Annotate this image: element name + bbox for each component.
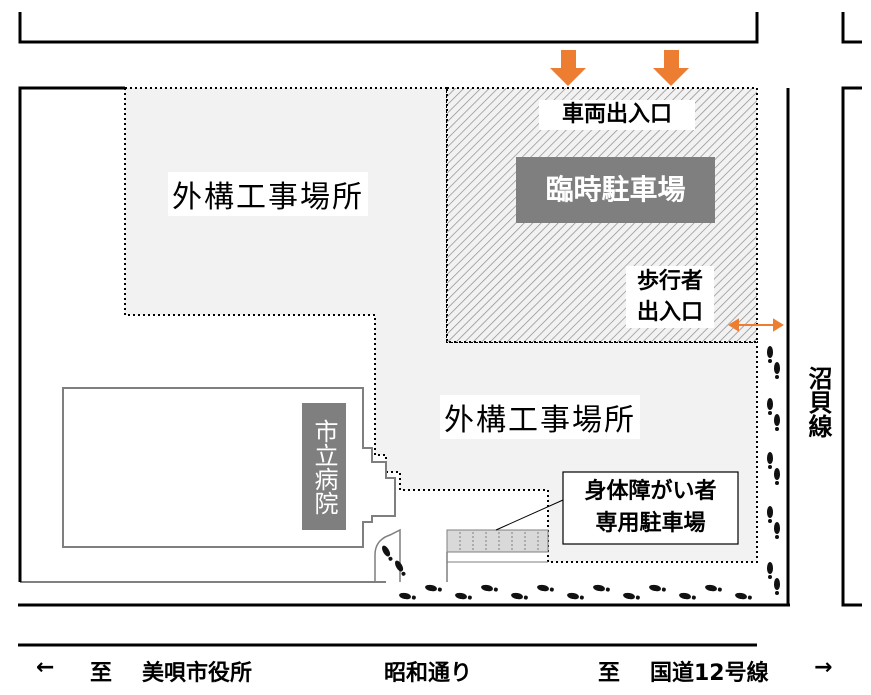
left-destination-label: 美唄市役所 [142, 661, 253, 686]
pedestrian-entrance-label-2: 出入口 [626, 297, 714, 328]
road-name-label: 昭和通り [384, 661, 473, 686]
disabled-parking-dividers [459, 532, 539, 550]
temp-parking-label: 臨時駐車場 [545, 173, 686, 206]
pedestrian-entrance-label-1: 歩行者 [626, 266, 714, 297]
top-boundary-line [18, 12, 759, 44]
disabled-parking-label-box [562, 471, 739, 545]
left-to-label: 至 [90, 661, 113, 686]
vehicle-entrance-label: 車両出入口 [539, 100, 695, 130]
footprint-icon [774, 468, 780, 485]
disabled-parking-leader [495, 499, 564, 531]
site-boundary-left [18, 86, 125, 582]
right-to-label: 至 [598, 661, 621, 686]
footprint-icon [774, 578, 780, 595]
footprint-icon [767, 562, 773, 579]
hospital-label: 市立病院 [310, 419, 338, 515]
construction-area-label-2: 外構工事場所 [440, 395, 640, 439]
side-road-boundary [841, 86, 862, 607]
disabled-parking-label-2: 専用駐車場 [595, 511, 706, 536]
right-arrow-icon: → [814, 655, 833, 680]
footprint-icon [767, 346, 773, 363]
footprint-icon [774, 362, 780, 379]
side-road-label: 沼貝線 [804, 366, 832, 438]
entrance-curb [374, 528, 401, 582]
footprint-icon [767, 398, 773, 415]
down-arrow-icon [653, 50, 689, 86]
hospital-label-box [302, 403, 346, 530]
left-arrow-icon: ← [36, 655, 55, 680]
construction-area-label-1: 外構工事場所 [168, 172, 368, 216]
pedestrian-entrance-arrow [728, 318, 784, 332]
footprint-icon [774, 414, 780, 431]
left-arrow-icon [728, 318, 739, 332]
down-arrow-icon [550, 50, 586, 86]
top-right-boundary-line [841, 12, 862, 44]
footprint-icon [767, 506, 773, 523]
right-destination-label: 国道12号線 [650, 661, 769, 686]
footprint-icon [774, 522, 780, 539]
right-arrow-icon [773, 318, 784, 332]
temp-parking-label-box [516, 157, 715, 223]
vehicle-entrance-arrows [550, 50, 689, 86]
disabled-parking-spaces [446, 529, 549, 553]
disabled-parking-label-1: 身体障がい者 [584, 479, 717, 504]
footprint-icon [767, 452, 773, 469]
